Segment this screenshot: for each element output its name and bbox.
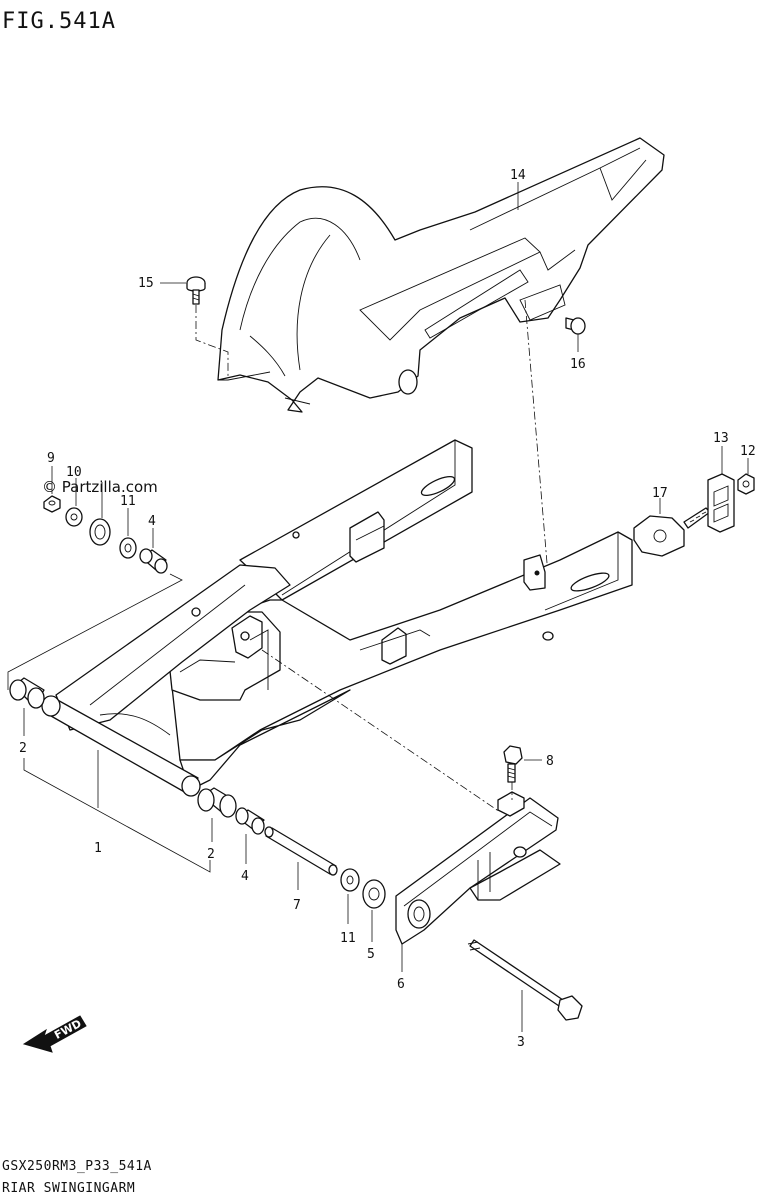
adjuster-plate-16-part[interactable]	[707, 473, 735, 533]
washer-11a-part[interactable]	[119, 537, 137, 559]
callout-8[interactable]: 8	[546, 754, 554, 769]
callout-11a[interactable]: 11	[120, 494, 136, 509]
callout-16[interactable]: 13	[713, 431, 729, 446]
callout-1[interactable]: 1	[94, 841, 102, 856]
callout-5[interactable]: 5	[367, 947, 375, 962]
swingarm-group-bracket	[23, 758, 211, 873]
callout-11b[interactable]: 11	[340, 931, 356, 946]
callout-7[interactable]: 7	[293, 898, 301, 913]
collar-4b-part[interactable]	[235, 807, 265, 835]
partzilla-watermark: © Partzilla.com	[42, 478, 158, 496]
footer-description: RIAR SWINGINGARM	[2, 1181, 135, 1196]
cover-mount-guide-line	[524, 299, 549, 576]
chain-adjuster-15-part[interactable]	[633, 507, 711, 557]
bearing-2a-part[interactable]	[9, 677, 45, 709]
bolt-8-part[interactable]	[503, 745, 523, 783]
bolt-13-guide-line	[195, 305, 229, 378]
callout-4b[interactable]: 4	[241, 869, 249, 884]
bolt-13-part[interactable]	[186, 276, 206, 305]
swingarm-part[interactable]	[41, 439, 633, 797]
nut-17-part[interactable]	[737, 473, 755, 495]
fwd-label: FWD	[52, 1017, 84, 1042]
callout-4a[interactable]: 4	[148, 514, 156, 529]
washer-10-part[interactable]	[65, 507, 83, 527]
pivot-bolt-3-part[interactable]	[467, 939, 583, 1021]
callout-14[interactable]: 16	[570, 357, 586, 372]
pivot-shaft-7-part[interactable]	[264, 826, 338, 876]
callout-10[interactable]: 10	[66, 465, 82, 480]
callout-13[interactable]: 15	[138, 276, 154, 291]
callout-3[interactable]: 3	[517, 1035, 525, 1050]
screw-14-part[interactable]	[565, 317, 586, 335]
nut-9-part[interactable]	[43, 495, 61, 513]
callout-2a[interactable]: 2	[19, 741, 27, 756]
callout-2b[interactable]: 2	[207, 847, 215, 862]
callout-6[interactable]: 6	[397, 977, 405, 992]
collar-4a-part[interactable]	[139, 548, 168, 574]
chain-cover-part[interactable]	[217, 137, 665, 413]
washer-11b-part[interactable]	[340, 868, 360, 892]
callout-12[interactable]: 14	[510, 168, 526, 183]
bushing-10-part[interactable]	[89, 518, 111, 546]
figure-title: FIG.541A	[2, 9, 116, 34]
fwd-arrow-icon: FWD	[22, 1015, 87, 1053]
callout-9[interactable]: 9	[47, 451, 55, 466]
washer-5-part[interactable]	[362, 879, 386, 909]
chain-guide-6-part[interactable]	[395, 791, 561, 945]
callout-17[interactable]: 12	[740, 444, 756, 459]
bearing-2b-part[interactable]	[197, 787, 237, 818]
swingarm-bracket-line	[7, 573, 183, 690]
footer-code: GSX250RM3_P33_541A	[2, 1159, 152, 1174]
callout-15[interactable]: 17	[652, 486, 668, 501]
